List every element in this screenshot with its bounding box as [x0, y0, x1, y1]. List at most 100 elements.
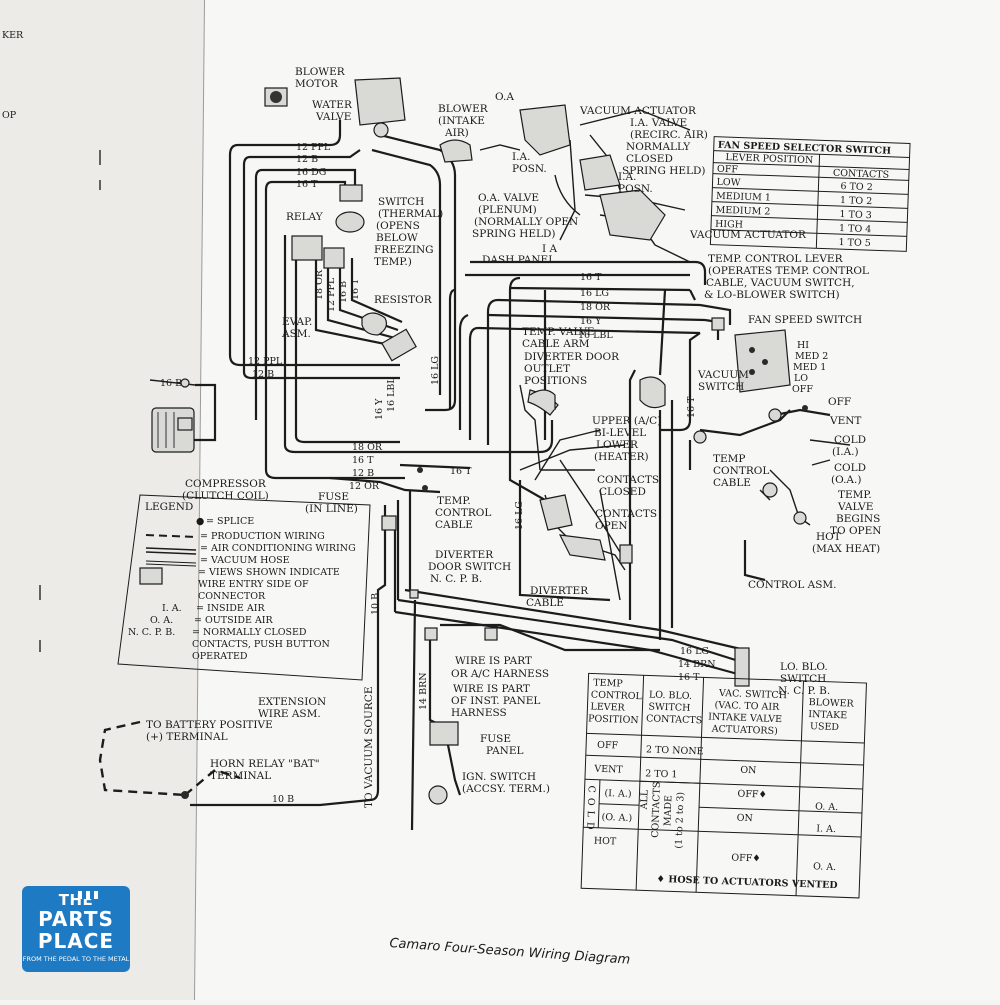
ground-icon [180, 378, 190, 388]
right-page [195, 0, 1000, 1000]
legend-sym: I. A. [162, 603, 182, 614]
ia-valve-label: I.A. VALVE [630, 117, 687, 129]
svg-text:(VAC. TO AIR: (VAC. TO AIR [714, 700, 780, 713]
svg-text:BEGINS: BEGINS [836, 513, 880, 525]
lo-blo-switch-icon [734, 647, 750, 687]
ctrl-cell: OFF [597, 740, 619, 752]
components [151, 77, 808, 805]
svg-text:(1 to 2 to 3): (1 to 2 to 3) [674, 792, 687, 849]
svg-text:(I.A.): (I.A.) [832, 446, 859, 458]
fan-table-cell: MEDIUM 2 [715, 205, 770, 218]
evap-connector-icon [381, 328, 417, 362]
wire-label: 16 T [678, 672, 700, 683]
diverter-door-label: DIVERTER DOOR [524, 351, 620, 363]
wire-label: 16 T [350, 278, 361, 300]
svg-text:CONTACTS: CONTACTS [650, 781, 663, 838]
thermal-switch-label: SWITCH [378, 196, 424, 208]
compressor-plug-icon [177, 417, 193, 431]
dash-panel-label: DASH PANEL [482, 254, 555, 266]
extension-wire-label: EXTENSION [258, 696, 326, 708]
fan-table-cell: 1 TO 3 [839, 209, 872, 221]
diverter-plug-icon [619, 544, 633, 564]
upper-label: UPPER (A/C) [592, 415, 661, 427]
fan-pos-hi: HI [797, 340, 809, 351]
checkered-flag-icon [78, 891, 100, 899]
wire-label: 18 OR [352, 442, 383, 453]
wire-label: 16 T [686, 396, 697, 418]
svg-text:VALVE: VALVE [837, 501, 873, 513]
temp-valve-cable-label: TEMP. VALVE [522, 326, 594, 338]
svg-text:CABLE: CABLE [526, 597, 564, 609]
fuse-inline-label: FUSE [318, 491, 349, 503]
oa-label: O.A [495, 91, 514, 103]
svg-text:INTAKE: INTAKE [808, 709, 847, 721]
ctrl-cell: I. A. [816, 823, 836, 835]
wire-label: 16 T [450, 466, 472, 477]
relay-plug-icon [323, 247, 345, 269]
fan-table-cell: LOW [716, 177, 740, 189]
logo-line2: PARTS [38, 907, 114, 931]
svg-text:N. C. P. B.: N. C. P. B. [778, 685, 830, 697]
blower-connector-icon [373, 122, 389, 138]
wire-label: 16 LBL [386, 377, 397, 412]
svg-text:TO OPEN: TO OPEN [830, 525, 881, 537]
svg-text:SPRING HELD): SPRING HELD) [622, 165, 706, 177]
svg-text:(RECIRC. AIR): (RECIRC. AIR) [630, 129, 708, 141]
svg-text:(OPENS: (OPENS [376, 220, 420, 232]
wire-label: 10 B [272, 794, 294, 805]
fan-speed-switch-label: FAN SPEED SWITCH [748, 314, 862, 326]
svg-text:SWITCH: SWITCH [648, 701, 690, 713]
svg-text:VALVE: VALVE [315, 111, 351, 123]
left-page [0, 0, 205, 1000]
contacts-closed-label: CONTACTS [597, 474, 659, 486]
svg-text:CABLE: CABLE [435, 519, 473, 531]
vacuum-actuator-top-icon [519, 104, 571, 156]
blower-motor-label: BLOWER [295, 66, 346, 78]
fan-plug-icon [711, 317, 725, 331]
temp-valve-opens-label: TEMP. [838, 489, 872, 501]
wiring [98, 109, 851, 831]
control-hot-label: HOT [816, 531, 841, 543]
horn-relay-label: HORN RELAY "BAT" [210, 758, 320, 770]
legend-title: LEGEND [145, 501, 193, 513]
fan-table-cell: 6 TO 2 [840, 181, 873, 193]
diverter-door-icon [558, 534, 606, 561]
ctrl-cell: HOT [594, 836, 617, 848]
wire-label: 18 OR [314, 269, 325, 300]
temp-lever-label: TEMP. CONTROL LEVER [708, 253, 844, 265]
margin-fragment-1: KER [2, 30, 24, 41]
fan-pos-med1: MED 1 [793, 362, 826, 373]
fan-table-cell: 1 TO 4 [839, 223, 872, 235]
svg-text:(IN LINE): (IN LINE) [305, 503, 358, 515]
svg-text:POSN.: POSN. [618, 183, 653, 195]
svg-text:(INTAKE: (INTAKE [438, 115, 485, 127]
svg-text:(HEATER): (HEATER) [594, 451, 649, 463]
svg-text:ASM.: ASM. [281, 328, 311, 340]
svg-text:MADE: MADE [662, 795, 674, 827]
svg-text:POSN.: POSN. [512, 163, 547, 175]
wire-label: 12 B [252, 369, 274, 380]
evap-label: EVAP. [282, 316, 312, 328]
fan-table-header: LEVER POSITION [725, 152, 813, 166]
svg-text:CONTROL: CONTROL [435, 507, 491, 519]
diverter-outlet-icon [529, 389, 556, 410]
fan-speed-table: FAN SPEED SELECTOR SWITCH LEVER POSITION… [709, 136, 911, 252]
margin-fragment-2: OP [2, 110, 17, 121]
ctrl-header: VAC. SWITCH [718, 688, 787, 701]
relay-icon [291, 235, 323, 261]
ign-switch-label: IGN. SWITCH [462, 771, 536, 783]
fan-table-cell: HIGH [715, 219, 743, 231]
relay-label: RELAY [286, 211, 324, 223]
svg-text:(MAX HEAT): (MAX HEAT) [812, 543, 880, 555]
wire-label: 16 B [338, 281, 349, 303]
blower-intake-label: BLOWER [438, 103, 489, 115]
ctrl-cell: 2 TO 1 [645, 768, 678, 780]
wire-label: 12 OR [349, 481, 380, 492]
legend-row: = VACUUM HOSE [200, 555, 290, 566]
ia-posn-1-label: I.A. [512, 151, 530, 163]
svg-text:CABLE: CABLE [713, 477, 751, 489]
logo-line3: PLACE [37, 929, 115, 953]
resistor-label: RESISTOR [374, 294, 433, 306]
diverter-switch-icon [539, 494, 573, 531]
wire-inst-harness-label: WIRE IS PART [453, 683, 530, 695]
